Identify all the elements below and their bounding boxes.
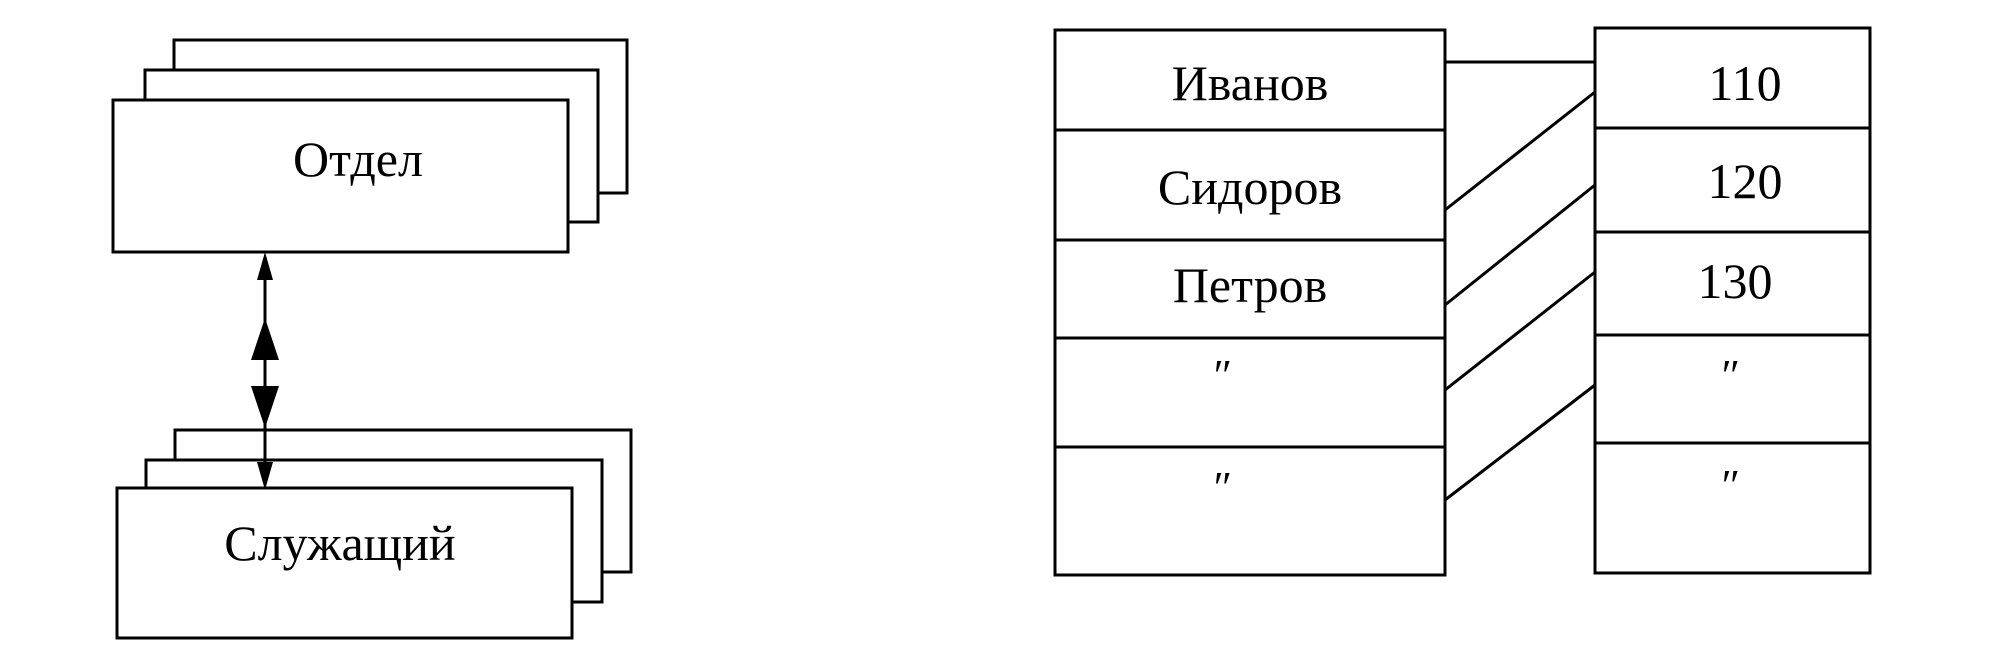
- arrowhead-down-large: [251, 386, 279, 428]
- name-cell: Сидоров: [1158, 159, 1342, 215]
- name-cell: Петров: [1173, 257, 1327, 313]
- name-cell-ditto: ″: [1211, 351, 1230, 400]
- link-lines: [1444, 60, 1596, 502]
- arrowhead-up-small: [257, 252, 273, 280]
- link-line: [1444, 90, 1596, 212]
- codes-table: 110 120 130 ″ ″: [1593, 26, 1872, 575]
- code-cell: 110: [1708, 55, 1781, 111]
- link-line: [1444, 183, 1596, 307]
- entity-sluzhashchiy-label: Служащий: [224, 515, 455, 571]
- names-table: Иванов Сидоров Петров ″ ″: [1053, 28, 1447, 577]
- entity-stack-bottom: Служащий: [115, 428, 633, 640]
- name-cell-ditto: ″: [1211, 463, 1230, 512]
- code-cell: 130: [1698, 253, 1773, 309]
- entity-otdel-label: Отдел: [293, 131, 423, 187]
- name-cell: Иванов: [1172, 55, 1329, 111]
- codes-table-frame: [1593, 26, 1872, 575]
- entity-card-front: [111, 98, 570, 254]
- entity-stack-top: Отдел: [111, 38, 629, 254]
- code-cell-ditto: ″: [1719, 461, 1738, 510]
- code-cell: 120: [1708, 153, 1783, 209]
- code-cell-ditto: ″: [1719, 351, 1738, 400]
- link-line: [1444, 383, 1596, 502]
- link-line: [1444, 270, 1596, 392]
- arrowhead-down-small: [257, 462, 273, 490]
- relationship-connector: [251, 252, 279, 490]
- arrowhead-up-large: [251, 318, 279, 360]
- entity-card-front: [115, 486, 574, 640]
- names-table-frame: [1053, 28, 1447, 577]
